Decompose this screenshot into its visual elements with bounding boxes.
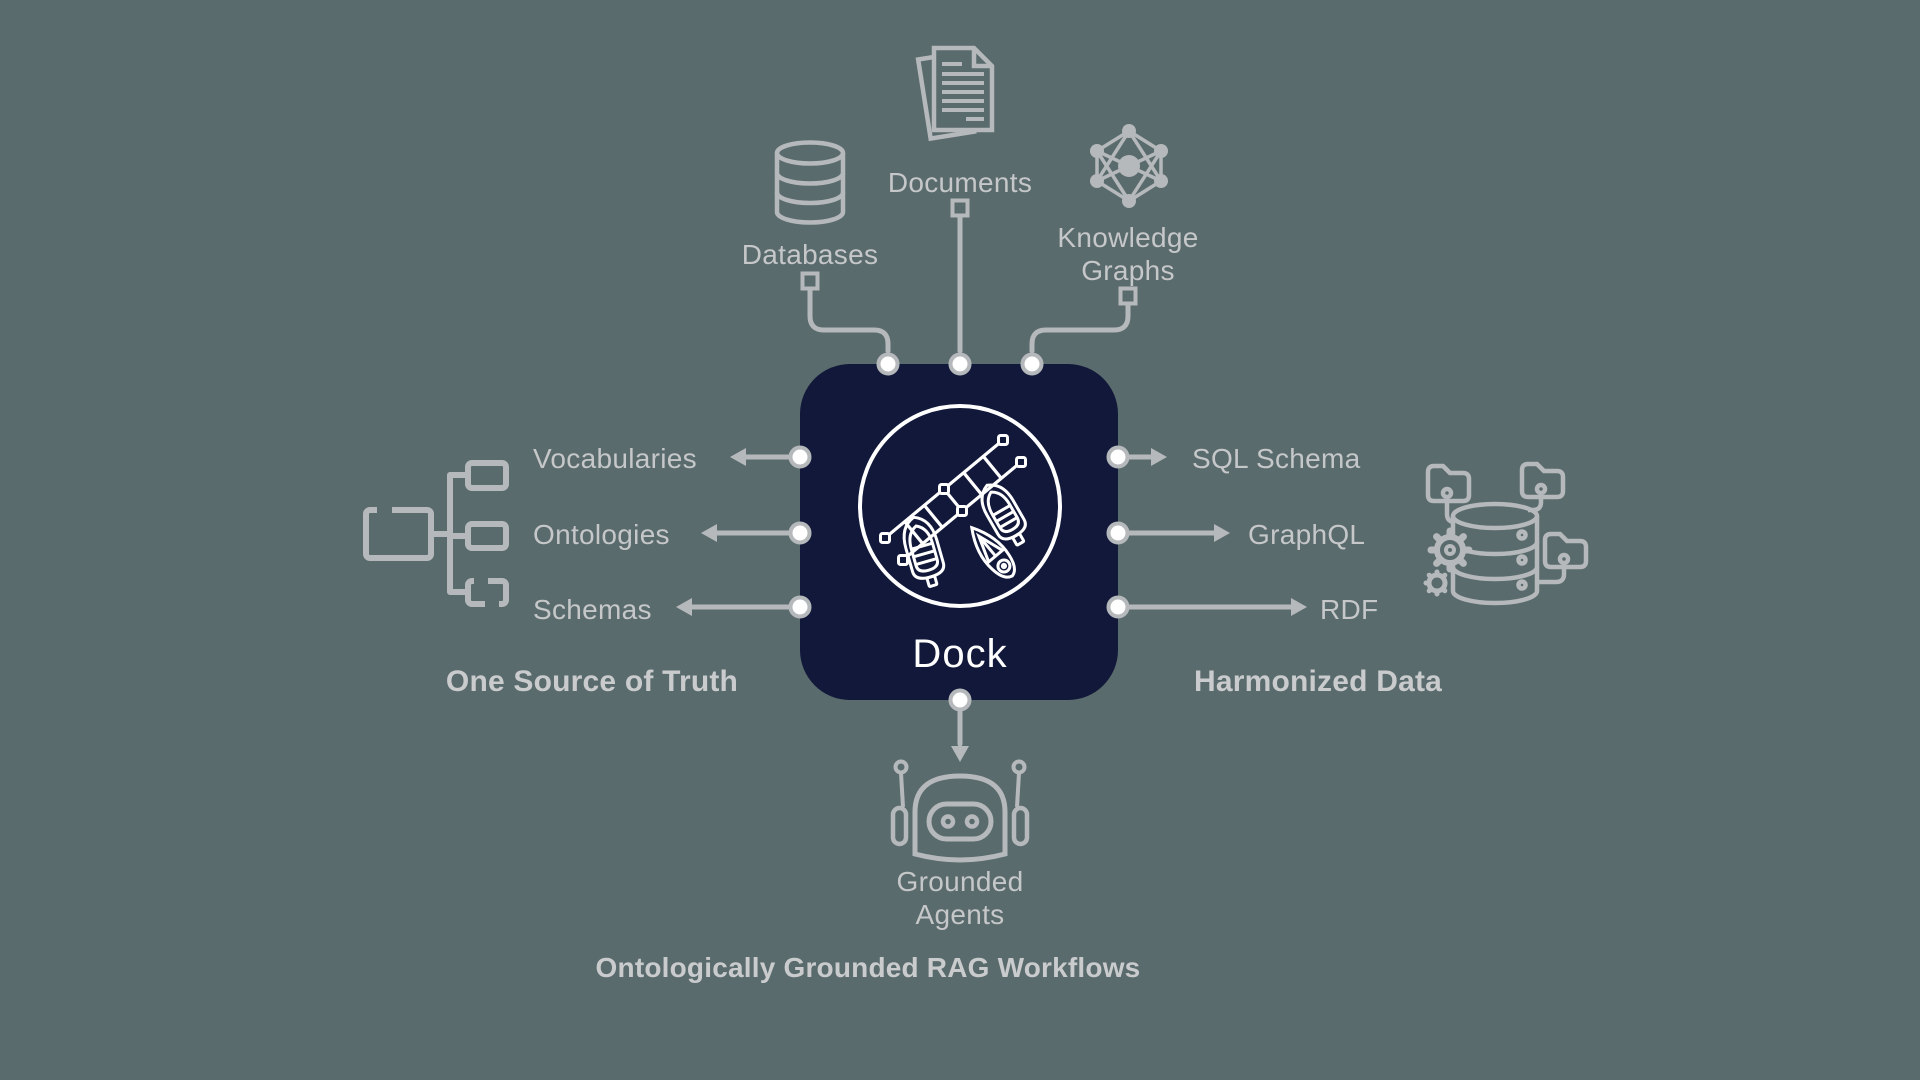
arrowhead-ontologies: [701, 524, 717, 542]
caption-one-source-of-truth: One Source of Truth: [445, 665, 739, 698]
label-graphql: GraphQL: [1248, 519, 1366, 550]
taxonomy-tree-icon: [363, 460, 509, 609]
label-vocabularies: Vocabularies: [533, 443, 697, 474]
caption-rag-workflows: Ontologically Grounded RAG Workflows: [595, 952, 1141, 983]
connector-knowledge-graphs-line: [1029, 301, 1131, 354]
connector-documents-square: [950, 198, 970, 218]
dock-boats-icon: [858, 404, 1062, 608]
arrowhead-vocabularies: [730, 448, 746, 466]
label-schemas: Schemas: [533, 594, 652, 625]
documents-icon: [915, 45, 995, 142]
arrowhead-rdf: [1291, 598, 1307, 616]
label-ontologies: Ontologies: [533, 519, 670, 550]
robot-agent-icon: [890, 759, 1030, 863]
arrowhead-schemas: [676, 598, 692, 616]
connector-databases-square: [800, 271, 820, 291]
connector-knowledge-graphs-square: [1118, 286, 1138, 306]
label-sql-schema: SQL Schema: [1192, 443, 1361, 474]
connector-databases-line: [807, 286, 891, 354]
dock-title: Dock: [912, 632, 1008, 676]
label-grounded-agents: Grounded Agents: [896, 866, 1024, 931]
arrowhead-graphql: [1214, 524, 1230, 542]
label-documents: Documents: [887, 167, 1033, 198]
database-folders-gears-icon: [1423, 461, 1589, 606]
dock-box: [800, 364, 1118, 700]
label-knowledge-graphs: Knowledge Graphs: [1057, 222, 1199, 287]
knowledge-graph-icon: [1090, 124, 1168, 208]
arrowhead-sql-schema: [1151, 448, 1167, 466]
caption-harmonized-data: Harmonized Data: [1193, 665, 1443, 698]
label-rdf: RDF: [1320, 594, 1379, 625]
database-cylinder-icon: [774, 140, 846, 225]
label-databases: Databases: [741, 239, 879, 270]
